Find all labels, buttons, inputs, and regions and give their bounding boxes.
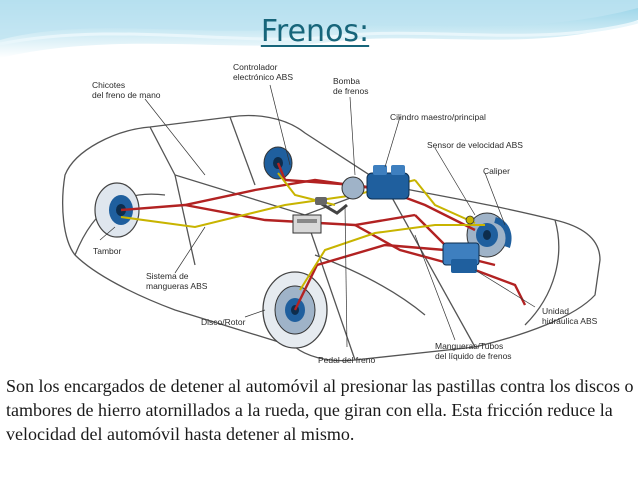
brake-lines bbox=[120, 162, 527, 311]
label-mangueras-tubos: Mangueras/Tubos del líquido de frenos bbox=[435, 341, 512, 361]
label-bomba: Bomba de frenos bbox=[333, 76, 369, 96]
label-sensor-abs: Sensor de velocidad ABS bbox=[427, 140, 523, 150]
label-pedal: Pedal del freno bbox=[318, 355, 376, 365]
slide-title: Frenos: bbox=[0, 14, 638, 49]
caliper bbox=[493, 217, 512, 248]
label-leader-lines bbox=[99, 84, 536, 348]
brake-system-diagram bbox=[62, 84, 601, 362]
car-body-outline bbox=[62, 114, 601, 362]
label-controlador-abs: Controlador electrónico ABS bbox=[233, 62, 294, 82]
header-wave-decoration bbox=[0, 0, 638, 58]
slide-body-text: Son los encargados de detener al automóv… bbox=[6, 376, 634, 444]
label-chicotes: Chicotes del freno de mano bbox=[92, 80, 161, 100]
abs-hydraulic-unit bbox=[442, 242, 480, 273]
label-tambor: Tambor bbox=[93, 246, 122, 256]
slide-title-text: Frenos: bbox=[260, 14, 370, 49]
label-unidad-hidraulica: Unidad hidráulica ABS bbox=[542, 306, 598, 326]
master-cylinder bbox=[341, 165, 410, 200]
label-caliper: Caliper bbox=[483, 166, 510, 176]
label-sistema-mangueras: Sistema de mangueras ABS bbox=[146, 271, 208, 291]
label-disco-rotor: Disco/Rotor bbox=[201, 317, 246, 327]
abs-controller bbox=[292, 214, 322, 234]
brake-pedal bbox=[315, 197, 348, 215]
abs-speed-sensor bbox=[465, 215, 475, 225]
label-cilindro: Cilindro maestro/principal bbox=[390, 112, 486, 122]
